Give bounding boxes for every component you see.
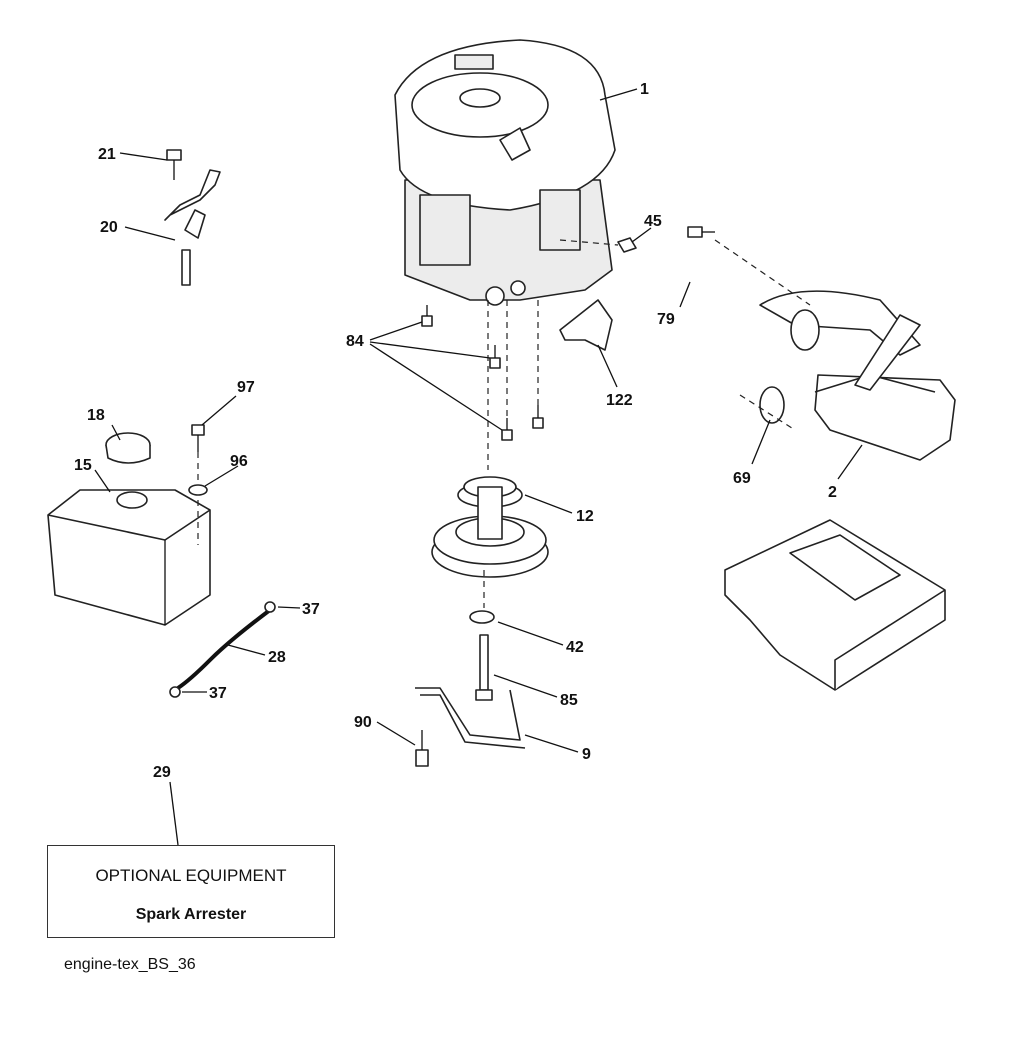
callout-29: 29 [153,764,171,781]
callout-15: 15 [74,457,92,474]
washer-bolt-part [469,570,495,701]
callout-122: 122 [606,392,633,409]
callout-28: 28 [268,649,286,666]
callout-69: 69 [733,470,751,487]
shield-part [559,299,613,351]
bracket-part [415,687,526,767]
callout-84: 84 [346,333,364,350]
pulley-part [431,300,549,578]
optional-equipment-title: OPTIONAL EQUIPMENT [95,866,287,885]
callout-45: 45 [644,213,662,230]
callout-12: 12 [576,508,594,525]
callout-96: 96 [230,453,248,470]
callout-37-top: 37 [302,601,320,618]
muffler-part [687,226,956,461]
callout-42: 42 [566,639,584,656]
callout-90: 90 [354,714,372,731]
fuel-line-part [169,601,276,698]
throttle-bracket-part [164,149,221,286]
callout-9: 9 [582,746,591,763]
engine-bolts-part [421,300,544,441]
callout-numbers: 1 21 20 45 79 84 97 18 96 15 122 69 2 12… [74,81,837,781]
leader-lines [94,88,863,846]
callout-97: 97 [237,379,255,396]
callout-1: 1 [640,81,649,98]
spark-arrester-label: Spark Arrester [135,906,247,923]
engine-mount-plate-part [724,519,946,691]
fuel-tank-part [47,432,211,626]
screw-washer-part [188,424,208,545]
optional-equipment-box: OPTIONAL EQUIPMENT Spark Arrester [47,845,335,938]
callout-20: 20 [100,219,118,236]
engine-part [394,39,616,306]
callout-21: 21 [98,146,116,163]
callout-18: 18 [87,407,105,424]
callout-79: 79 [657,311,675,328]
callout-37-bottom: 37 [209,685,227,702]
diagram-file-name: engine-tex_BS_36 [64,956,196,973]
callout-2: 2 [828,484,837,501]
callout-85: 85 [560,692,578,709]
nut-part [559,237,637,253]
